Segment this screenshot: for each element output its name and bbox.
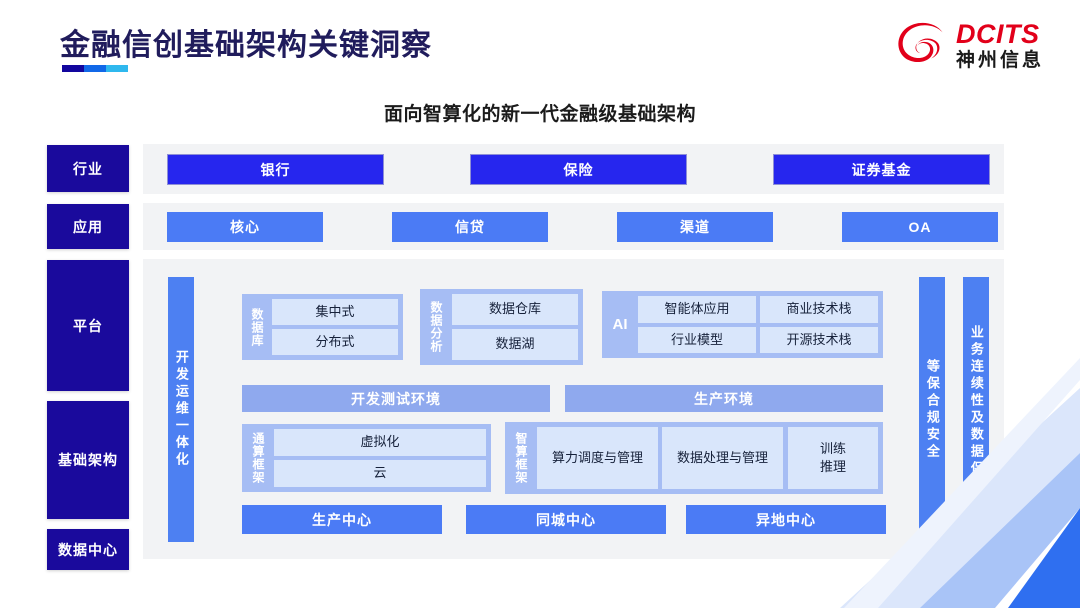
tier-label-infrastructure: 基础架构 [47, 401, 129, 519]
group-body-data-analytics: 数据仓库 数据湖 [452, 294, 578, 360]
group-label-intelligent-compute-framework: 智算框架 [514, 432, 528, 484]
cell-agent-application[interactable]: 智能体应用 [638, 296, 756, 323]
rule-segment-2 [84, 65, 106, 72]
cell-commercial-stack[interactable]: 商业技术栈 [760, 296, 878, 323]
group-body-database: 集中式 分布式 [272, 299, 398, 355]
cell-virtualization[interactable]: 虚拟化 [274, 429, 486, 456]
pillar-compliance-security: 等保合规安全 [919, 277, 945, 542]
group-database: 数据库 集中式 分布式 [242, 294, 403, 360]
env-bar-dev-test[interactable]: 开发测试环境 [242, 385, 550, 412]
group-ai: AI 智能体应用 商业技术栈 行业模型 开源技术栈 [602, 291, 883, 358]
rule-segment-1 [62, 65, 84, 72]
application-chip-credit[interactable]: 信贷 [392, 212, 548, 242]
logo-chinese-name: 神州信息 [955, 49, 1044, 71]
application-chip-core[interactable]: 核心 [167, 212, 323, 242]
industry-chip-bank[interactable]: 银行 [167, 154, 384, 185]
cell-cloud[interactable]: 云 [274, 460, 486, 487]
group-label-database: 数据库 [250, 307, 264, 347]
cell-distributed[interactable]: 分布式 [272, 329, 398, 355]
datacenter-chip-remote-city[interactable]: 异地中心 [686, 505, 886, 534]
industry-chip-securities[interactable]: 证券基金 [773, 154, 990, 185]
datacenter-chip-production[interactable]: 生产中心 [242, 505, 442, 534]
training-label: 训练 [819, 441, 846, 457]
env-bar-production[interactable]: 生产环境 [565, 385, 883, 412]
pillar-business-continuity: 业务连续性及数据保护 [963, 277, 989, 542]
cell-data-warehouse[interactable]: 数据仓库 [452, 294, 578, 325]
cell-industry-model[interactable]: 行业模型 [638, 326, 756, 353]
application-row-panel: 核心 信贷 渠道 OA [143, 203, 1004, 250]
group-label-general-compute-framework: 通算框架 [251, 432, 265, 484]
page-header: 金融信创基础架构关键洞察 DCITS 神州信息 [0, 0, 1080, 92]
logo-text: DCITS 神州信息 [955, 18, 1044, 71]
industry-chip-insurance[interactable]: 保险 [470, 154, 687, 185]
logo-wordmark: DCITS [955, 18, 1040, 49]
industry-row-panel: 银行 保险 证券基金 [143, 144, 1004, 194]
group-data-analytics: 数据分析 数据仓库 数据湖 [420, 289, 583, 365]
tier-label-application: 应用 [47, 204, 129, 249]
title-underline-rule [62, 65, 128, 72]
group-body-general-compute-framework: 虚拟化 云 [274, 429, 486, 487]
group-body-intelligent-compute-framework: 算力调度与管理 数据处理与管理 [537, 427, 783, 489]
rule-segment-3 [106, 65, 128, 72]
cell-open-source-stack[interactable]: 开源技术栈 [760, 326, 878, 353]
application-chip-oa[interactable]: OA [842, 212, 998, 242]
cell-data-processing[interactable]: 数据处理与管理 [662, 427, 783, 489]
group-body-ai: 智能体应用 商业技术栈 行业模型 开源技术栈 [638, 296, 878, 353]
pillar-devops: 开发运维一体化 [168, 277, 194, 542]
cell-centralized[interactable]: 集中式 [272, 299, 398, 325]
tier-label-industry: 行业 [47, 145, 129, 192]
page-title: 金融信创基础架构关键洞察 [60, 29, 432, 62]
group-general-compute-framework: 通算框架 虚拟化 云 [242, 424, 491, 492]
company-logo: DCITS 神州信息 [894, 14, 1044, 76]
diagram-subtitle: 面向智算化的新一代金融级基础架构 [383, 104, 696, 125]
application-chip-channel[interactable]: 渠道 [617, 212, 773, 242]
tier-label-platform: 平台 [47, 260, 129, 391]
cell-training-inference[interactable]: 训练 推理 [788, 427, 878, 489]
dcits-swirl-icon [898, 22, 943, 63]
group-label-ai: AI [612, 316, 628, 333]
tier-label-datacenter: 数据中心 [47, 529, 129, 570]
datacenter-chip-same-city[interactable]: 同城中心 [466, 505, 666, 534]
intel-fw-stacked-cells: 算力调度与管理 数据处理与管理 [537, 427, 783, 489]
cell-data-lake[interactable]: 数据湖 [452, 329, 578, 360]
inference-label: 推理 [819, 459, 846, 474]
group-intelligent-compute-framework: 智算框架 算力调度与管理 数据处理与管理 训练 推理 [505, 422, 883, 494]
cell-compute-scheduling[interactable]: 算力调度与管理 [537, 427, 658, 489]
group-label-data-analytics: 数据分析 [429, 301, 443, 353]
